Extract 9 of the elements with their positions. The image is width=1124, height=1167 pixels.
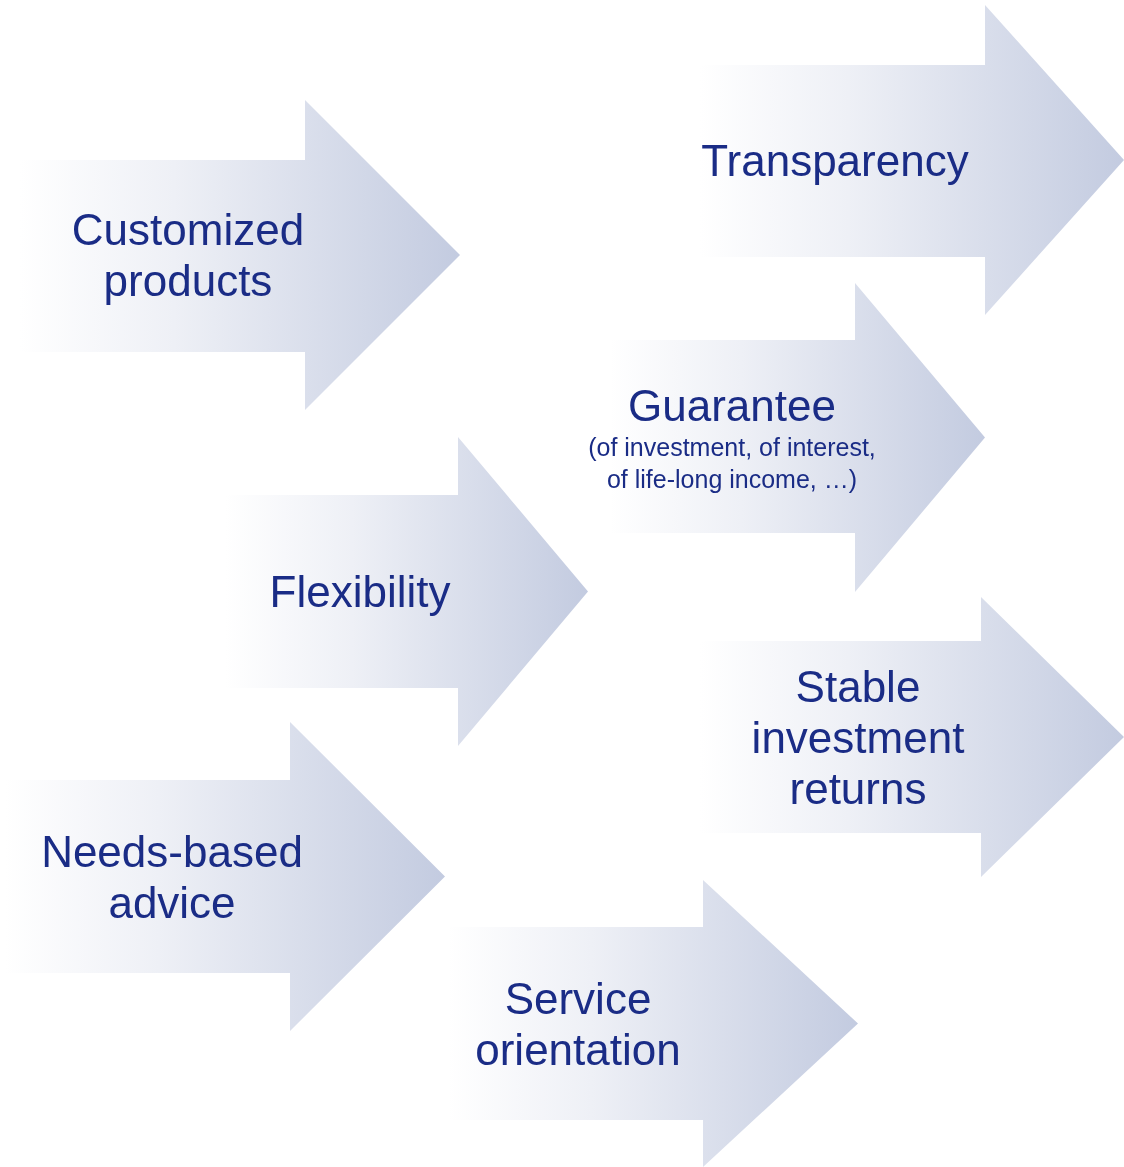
arrow-label: Transparency [701,134,969,186]
arrow-label: Customized products [70,204,306,306]
arrow-label: Stable investment returns [750,660,966,814]
arrow-label: Needs-based advice [40,825,304,928]
arrow-label: Guarantee [628,380,836,431]
arrow-shape [700,5,1124,315]
arrow-label: Flexibility [269,566,451,617]
arrow-sublabel: (of investment, of interest, of life-long income, …) [587,432,877,495]
arrow-label: Service orientation [474,972,682,1075]
